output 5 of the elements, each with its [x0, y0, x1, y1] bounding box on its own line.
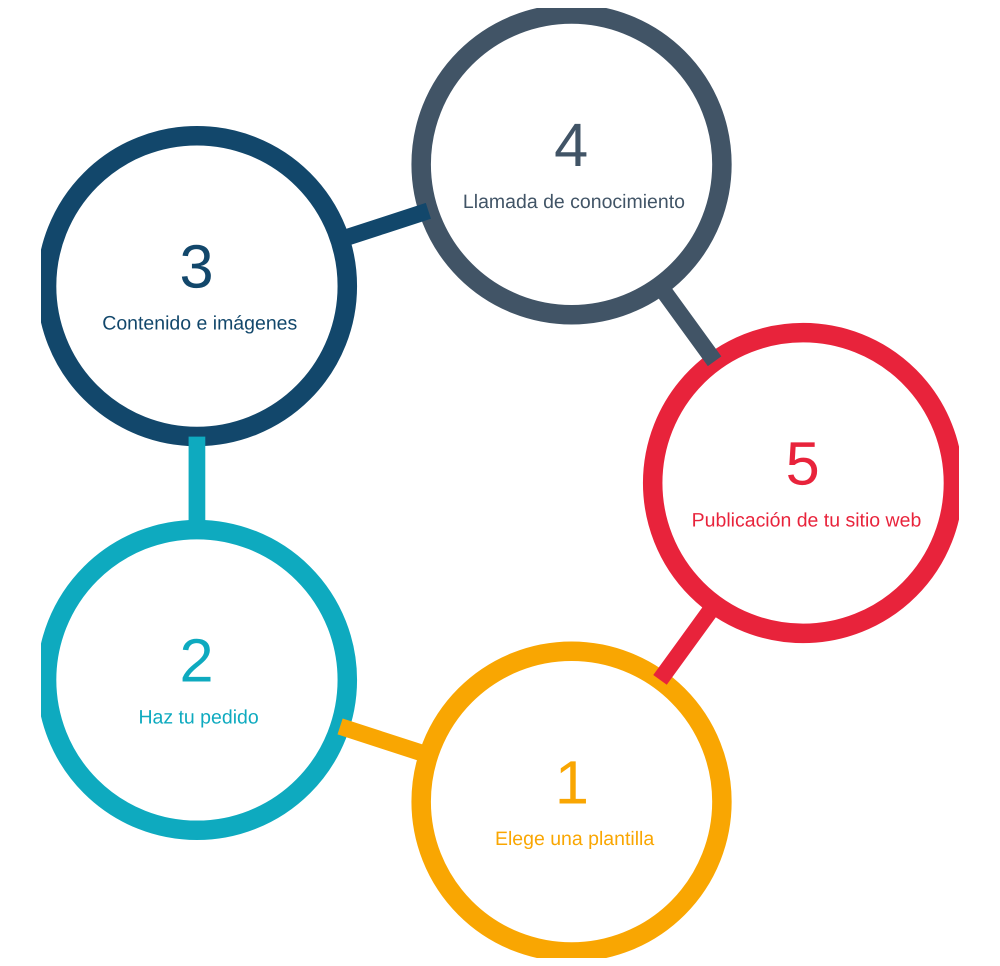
node-circle: 3 Contenido e imágenes [41, 126, 358, 446]
node-circle: 1 Elege una plantilla [411, 642, 732, 958]
node-circle: 2 Haz tu pedido [41, 520, 358, 840]
node-circle: 5 Publicación de tu sitio web [642, 322, 959, 644]
node-circle: 4 Llamada de conocimiento [411, 8, 732, 324]
